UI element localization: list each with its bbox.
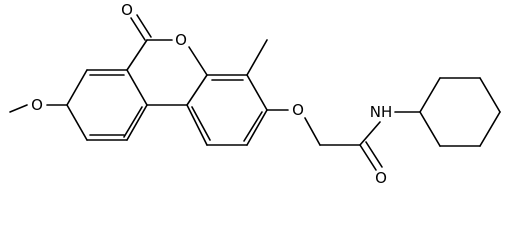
ether-oxygen-label: O: [292, 101, 304, 119]
amide-oxygen-label: O: [375, 169, 387, 187]
carbonyl-oxygen-label: O: [121, 1, 133, 19]
ring-oxygen-label: O: [175, 31, 187, 49]
molecule-structure: O O O O NH O: [9, 1, 501, 187]
atom-label-layer: O O O O NH O: [31, 1, 392, 187]
amide-nh-label: NH: [370, 103, 393, 121]
bond-layer: [9, 14, 501, 171]
methoxy-oxygen-label: O: [31, 96, 43, 114]
